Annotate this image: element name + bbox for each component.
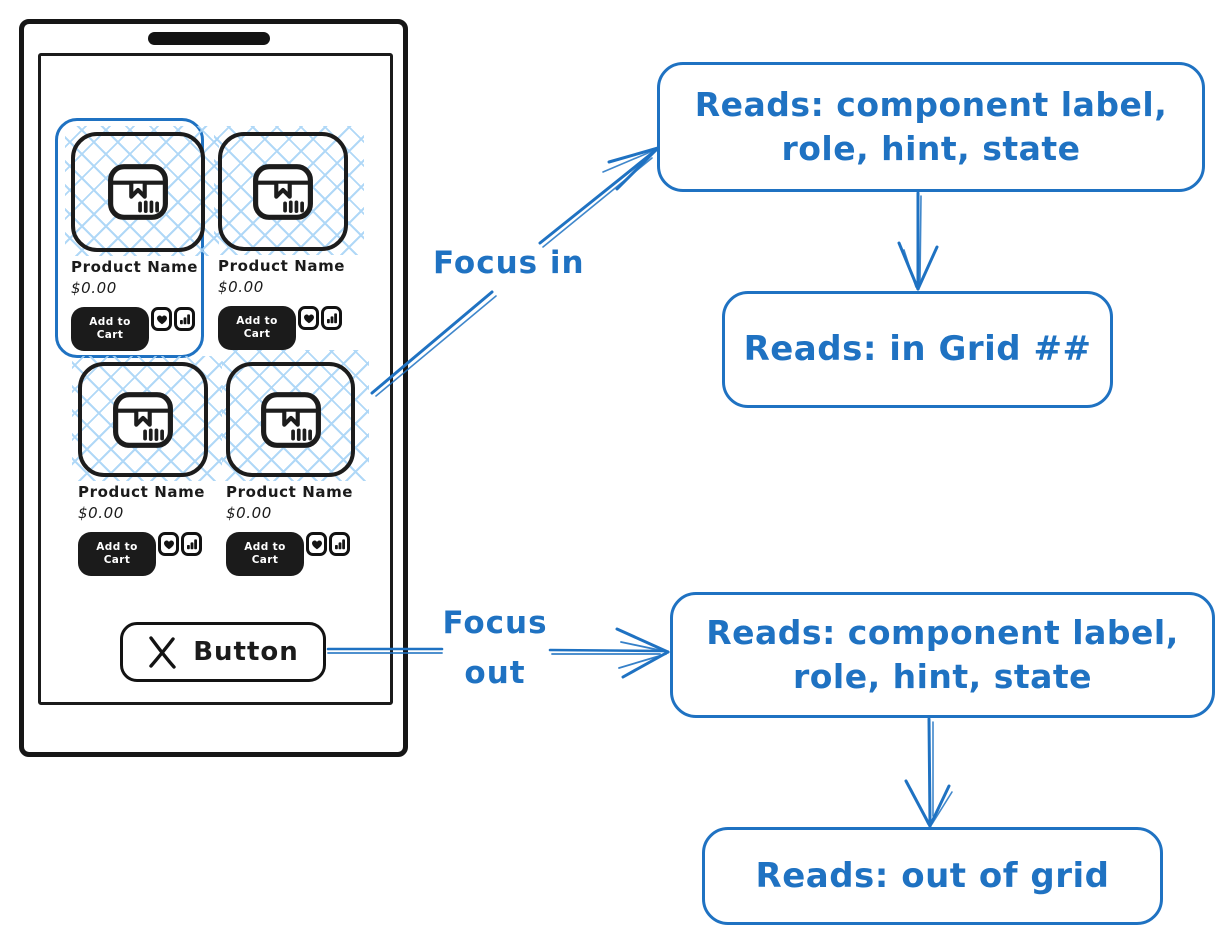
add-to-cart-button[interactable]: Add to Cart [78, 532, 156, 576]
product-card[interactable]: Product Name $0.00 Add to Cart [222, 350, 369, 576]
product-card[interactable]: Product Name $0.00 Add to Cart [72, 356, 222, 576]
add-to-cart-label-line1: Add to [236, 315, 278, 327]
close-icon [149, 635, 176, 669]
reads-box-focus-in: Reads: component label, role, hint, stat… [657, 62, 1205, 192]
product-price: $0.00 [226, 504, 272, 522]
reads-box-line: role, hint, state [781, 129, 1081, 168]
reads-box-line: Reads: component label, [694, 85, 1168, 125]
stats-button[interactable] [181, 532, 202, 556]
close-button-label: Button [193, 637, 299, 667]
add-to-cart-label-line1: Add to [96, 541, 138, 553]
favorite-button[interactable] [306, 532, 327, 556]
phone-speaker-bar [148, 32, 270, 45]
bar-chart-icon [334, 539, 345, 550]
package-icon [108, 164, 168, 220]
image-frame [78, 362, 208, 477]
heart-icon [311, 539, 322, 549]
product-image [222, 350, 369, 481]
image-frame [226, 362, 355, 477]
product-name: Product Name [226, 483, 354, 501]
package-icon [113, 391, 173, 448]
bar-chart-icon [179, 314, 190, 325]
reads-box-line: role, hint, state [792, 657, 1093, 696]
product-image [214, 126, 364, 255]
favorite-button[interactable] [298, 306, 319, 330]
stats-button[interactable] [321, 306, 342, 330]
add-to-cart-button[interactable]: Add to Cart [218, 306, 296, 350]
add-to-cart-button[interactable]: Add to Cart [226, 532, 304, 576]
product-card[interactable]: Product Name $0.00 Add to Cart [214, 126, 364, 350]
heart-icon [156, 314, 167, 324]
close-button[interactable]: Button [120, 622, 326, 682]
product-name: Product Name [218, 257, 346, 275]
focus-out-label-line2: out [464, 655, 526, 691]
add-to-cart-label-line1: Add to [244, 541, 286, 553]
stats-button[interactable] [329, 532, 350, 556]
add-to-cart-label-line1: Add to [89, 316, 131, 328]
add-to-cart-button[interactable]: Add to Cart [71, 307, 149, 351]
image-frame [71, 132, 205, 252]
product-price: $0.00 [78, 504, 124, 522]
bar-chart-icon [186, 539, 197, 550]
add-to-cart-label-line2: Cart [251, 554, 279, 566]
favorite-button[interactable] [151, 307, 172, 331]
stats-button[interactable] [174, 307, 195, 331]
favorite-button[interactable] [158, 532, 179, 556]
focus-out-label-line1: Focus [442, 605, 548, 641]
focus-out-label: Focus out [436, 598, 554, 698]
package-icon [253, 163, 313, 220]
reads-box-out-of-grid: Reads: out of grid [702, 827, 1163, 925]
heart-icon [303, 313, 314, 323]
image-frame [218, 132, 348, 251]
product-price: $0.00 [218, 278, 264, 296]
reads-box-focus-out: Reads: component label, role, hint, stat… [670, 592, 1215, 718]
product-image [65, 126, 219, 256]
reads-box-line: Reads: component label, [706, 613, 1179, 653]
bar-chart-icon [326, 313, 337, 324]
product-price: $0.00 [71, 279, 117, 297]
add-to-cart-label-line2: Cart [103, 554, 131, 566]
focus-in-label: Focus in [433, 245, 585, 281]
add-to-cart-label-line2: Cart [96, 329, 124, 341]
add-to-cart-label-line2: Cart [243, 328, 271, 340]
heart-icon [163, 539, 174, 549]
reads-box-line: Reads: out of grid [755, 855, 1110, 896]
reads-box-line: Reads: in Grid ## [743, 329, 1092, 370]
product-name: Product Name [71, 258, 199, 276]
package-icon [260, 391, 321, 448]
product-image [72, 356, 222, 481]
reads-box-in-grid: Reads: in Grid ## [722, 291, 1113, 408]
product-card[interactable]: Product Name $0.00 Add to Cart [65, 126, 219, 351]
product-name: Product Name [78, 483, 206, 501]
